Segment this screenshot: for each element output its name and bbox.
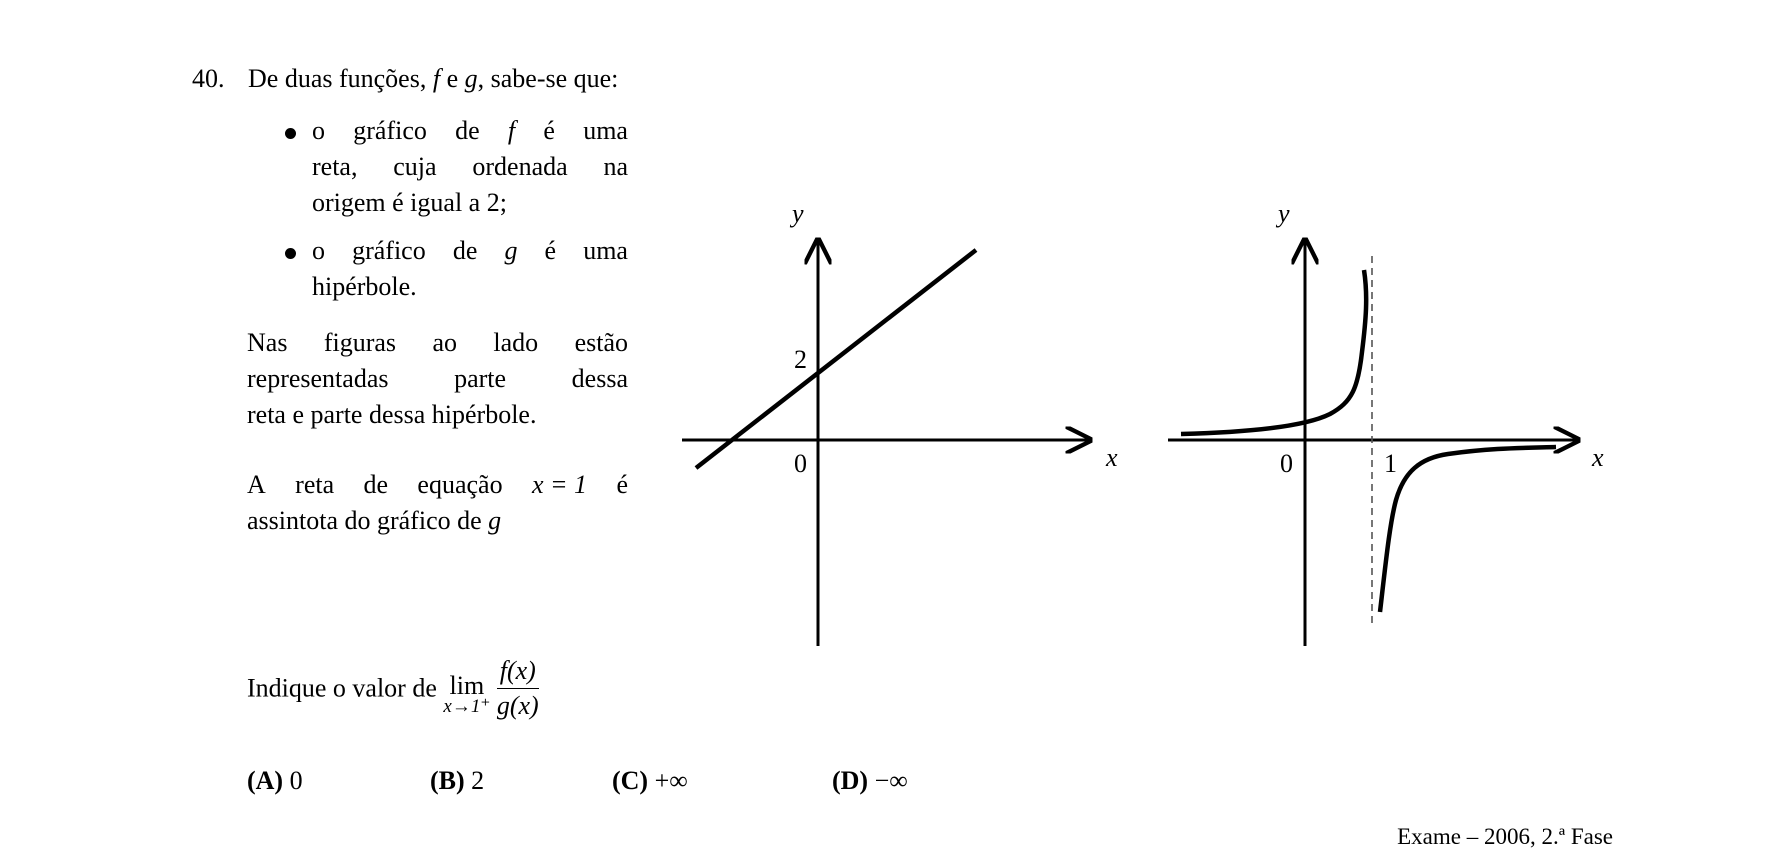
word: gráfico xyxy=(353,116,427,145)
word: o xyxy=(312,236,325,265)
limit-fraction: f(x) g(x) xyxy=(496,656,539,721)
word: de xyxy=(455,116,480,145)
option-a[interactable]: (A) 0 xyxy=(247,766,303,796)
word: gráfico xyxy=(352,236,426,265)
x-axis-label: x xyxy=(1105,443,1118,472)
question-number: 40. xyxy=(192,64,225,93)
word: representadas xyxy=(247,364,389,393)
intro-prefix: De duas funções, xyxy=(248,64,427,93)
bullet2-line1: o gráfico de g é uma xyxy=(312,236,628,266)
word: na xyxy=(603,152,628,181)
y-axis-label: y xyxy=(789,199,804,228)
para1-line1: Nas figuras ao lado estão xyxy=(247,328,628,358)
option-value: +∞ xyxy=(654,766,688,795)
option-value: −∞ xyxy=(874,766,908,795)
prompt-text: Indique o valor de xyxy=(247,673,437,703)
fraction-numerator: f(x) xyxy=(496,656,539,689)
lim-word: lim xyxy=(449,671,485,700)
exam-footer: Exame – 2006, 2.ª Fase xyxy=(1397,824,1613,849)
word: A xyxy=(247,470,266,499)
word: reta xyxy=(295,470,335,499)
word: equação xyxy=(417,470,503,499)
origin-label: 0 xyxy=(1280,449,1293,478)
origin-label: 0 xyxy=(794,449,807,478)
limit-operator: lim x→1⁺ xyxy=(443,671,490,718)
function-g: g xyxy=(464,64,478,93)
word: é xyxy=(616,470,628,499)
word: Nas xyxy=(247,328,288,357)
bullet1-line3: origem é igual a 2; xyxy=(312,188,507,217)
word: é xyxy=(543,116,555,145)
option-value: 0 xyxy=(289,766,303,795)
option-d[interactable]: (D) −∞ xyxy=(832,766,908,796)
word: uma xyxy=(583,116,628,145)
bullet-icon xyxy=(285,128,296,139)
x-axis-label: x xyxy=(1591,443,1604,472)
word: ao xyxy=(432,328,457,357)
word: estão xyxy=(574,328,628,357)
lim-subscript: x→1⁺ xyxy=(443,696,491,717)
word: parte xyxy=(454,364,507,393)
word: cuja xyxy=(393,152,437,181)
word: de xyxy=(363,470,389,499)
option-value: 2 xyxy=(471,766,485,795)
fraction-denominator: g(x) xyxy=(496,691,539,720)
bullet1-line1: o gráfico de f é uma xyxy=(312,116,628,146)
line-f xyxy=(694,248,978,470)
bullet1-line2: reta, cuja ordenada na xyxy=(312,152,628,182)
word: dessa xyxy=(571,364,628,393)
word: de xyxy=(452,236,478,265)
function-f: f xyxy=(432,64,441,93)
word: é xyxy=(544,236,557,265)
word: g xyxy=(504,236,518,265)
intro-e: e xyxy=(446,64,459,93)
word: o xyxy=(312,116,325,145)
word: reta, xyxy=(312,152,358,181)
word: uma xyxy=(583,236,628,265)
word: lado xyxy=(493,328,539,357)
option-b[interactable]: (B) 2 xyxy=(430,766,484,796)
para2-line2-text: assintota do gráfico de xyxy=(247,506,482,535)
option-letter: (D) xyxy=(832,766,869,795)
para1-line3: reta e parte dessa hipérbole. xyxy=(247,400,537,429)
x-tick-label: 1 xyxy=(1384,449,1397,478)
y-axis-label: y xyxy=(1275,199,1290,228)
option-letter: (A) xyxy=(247,766,284,795)
word: figuras xyxy=(323,328,397,357)
limit-prompt: Indique o valor de lim x→1⁺ f(x) g(x) xyxy=(247,656,539,721)
bullet2-line2: hipérbole. xyxy=(312,272,417,301)
question-intro: De duas funções, f e g, sabe-se que: xyxy=(248,64,618,94)
y-tick-label: 2 xyxy=(794,345,807,374)
para2-line2: assintota do gráfico de g xyxy=(247,506,501,536)
para2-line1: A reta de equação x = 1 é xyxy=(247,470,628,500)
word: f xyxy=(507,116,516,145)
word: ordenada xyxy=(472,152,568,181)
equation: x = 1 xyxy=(531,470,588,499)
intro-suffix: , sabe-se que: xyxy=(477,64,619,93)
para1-line2: representadas parte dessa xyxy=(247,364,628,394)
function-g: g xyxy=(488,506,502,535)
hyperbola-left-branch xyxy=(1180,269,1369,437)
option-letter: (C) xyxy=(612,766,649,795)
option-letter: (B) xyxy=(430,766,465,795)
option-c[interactable]: (C) +∞ xyxy=(612,766,688,796)
bullet-icon xyxy=(285,248,296,259)
hyperbola-right-branch xyxy=(1377,444,1557,613)
